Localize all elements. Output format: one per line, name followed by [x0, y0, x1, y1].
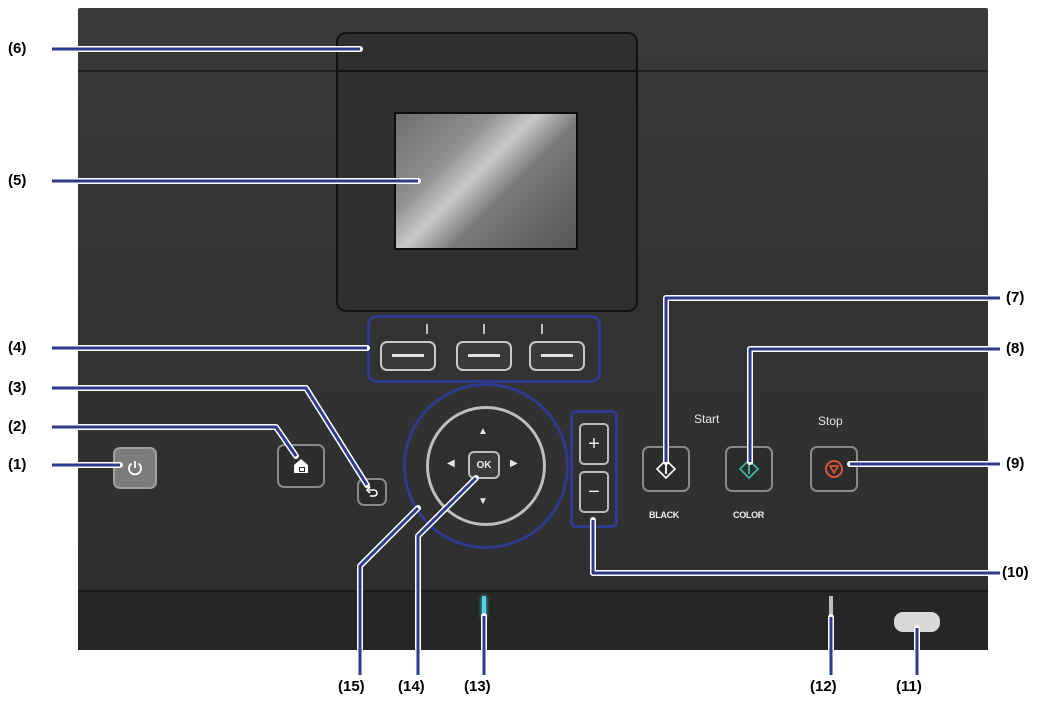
leader-8	[748, 347, 1000, 462]
minus-button[interactable]: −	[579, 471, 609, 513]
alarm-lamp	[829, 596, 833, 618]
start-label: Start	[694, 412, 720, 426]
callout-2: (2)	[8, 418, 27, 435]
function-button-left[interactable]	[380, 341, 436, 371]
leader-2	[52, 425, 298, 457]
arrow-down-icon[interactable]: ▼	[478, 496, 488, 507]
callout-1: (1)	[8, 456, 27, 473]
callout-3: (3)	[8, 379, 27, 396]
callout-6: (6)	[8, 40, 27, 57]
function-buttons	[367, 315, 601, 383]
home-icon	[294, 459, 308, 473]
stop-button[interactable]	[810, 446, 858, 492]
paper-output-button[interactable]	[894, 612, 940, 632]
stop-label: Stop	[818, 414, 843, 428]
function-tick-center	[483, 324, 485, 334]
leader-15	[358, 506, 420, 675]
function-button-right[interactable]	[529, 341, 585, 371]
callout-7: (7)	[1006, 289, 1025, 306]
home-button[interactable]	[277, 444, 325, 488]
operation-panel-hinge	[338, 70, 636, 72]
plus-button[interactable]: +	[579, 423, 609, 465]
callout-4: (4)	[8, 339, 27, 356]
function-tick-right	[541, 324, 543, 334]
back-icon	[365, 486, 378, 497]
callout-5: (5)	[8, 172, 27, 189]
start-diamond-icon	[738, 458, 760, 480]
wifi-lamp	[482, 596, 486, 618]
leader-7	[664, 296, 1000, 462]
leader-3	[52, 386, 369, 486]
callout-12: (12)	[810, 678, 837, 695]
lcd-housing	[336, 32, 638, 312]
stop-icon	[825, 460, 843, 478]
power-icon	[128, 461, 142, 476]
ok-button[interactable]: OK	[468, 451, 500, 479]
callout-11: (11)	[896, 678, 922, 695]
callout-14: (14)	[398, 678, 425, 695]
callout-13: (13)	[464, 678, 491, 695]
callout-9: (9)	[1006, 455, 1025, 472]
callout-10: (10)	[1002, 564, 1029, 581]
callout-8: (8)	[1006, 340, 1025, 357]
start-diamond-icon	[655, 458, 677, 480]
function-button-center[interactable]	[456, 341, 512, 371]
lcd-screen	[394, 112, 578, 250]
power-button[interactable]	[113, 447, 157, 489]
color-label: COLOR	[733, 510, 764, 520]
leader-10	[591, 520, 1000, 575]
leader-14	[416, 476, 478, 675]
function-tick-left	[426, 324, 428, 334]
bottom-strip	[78, 590, 988, 650]
arrow-left-icon[interactable]: ◀	[447, 458, 455, 469]
arrow-right-icon[interactable]: ▶	[510, 458, 518, 469]
arrow-up-icon[interactable]: ▲	[478, 426, 488, 437]
callout-15: (15)	[338, 678, 365, 695]
black-label: BLACK	[649, 510, 679, 520]
